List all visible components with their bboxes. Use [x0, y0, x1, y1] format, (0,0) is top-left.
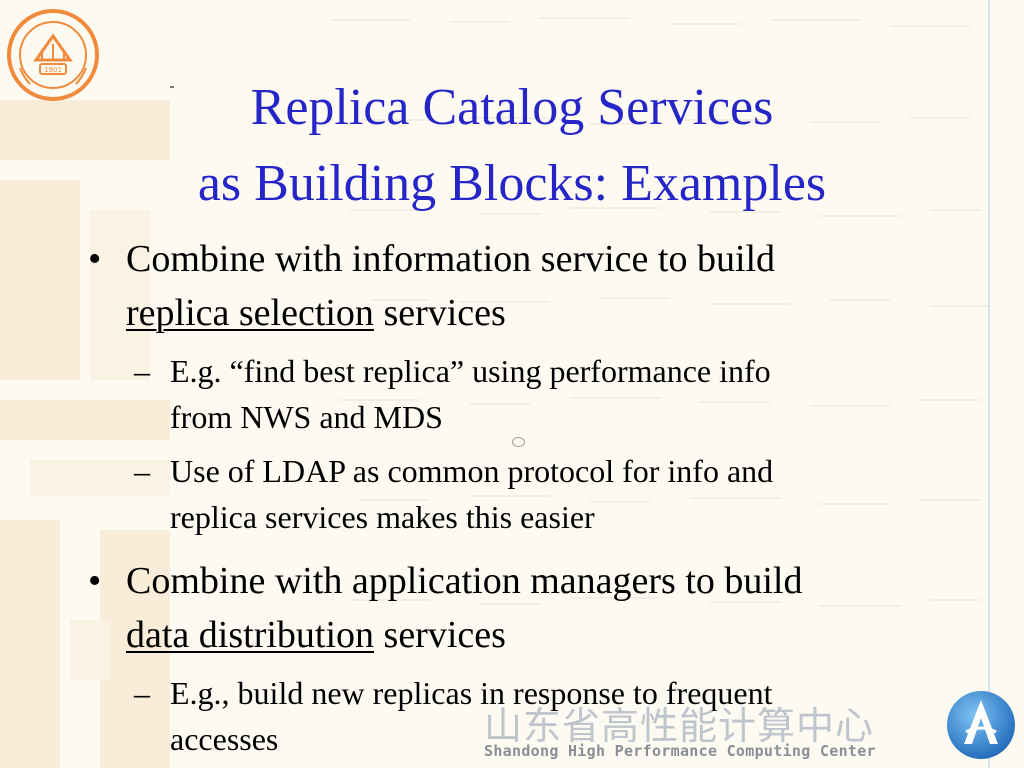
underlined-term: replica selection: [126, 292, 374, 334]
open-quote: “: [229, 353, 244, 389]
title-line-1: Replica Catalog Services: [250, 79, 774, 136]
bullet-text-tail: services: [374, 614, 506, 656]
university-seal-icon: 1901: [7, 9, 99, 101]
bullet-item: • Combine with application managers to b…: [88, 554, 968, 662]
bullet-list: • Combine with information service to bu…: [88, 232, 968, 762]
sub-bullet-item: – E.g., build new replicas in response t…: [134, 670, 968, 762]
sub-bullet-item: – Use of LDAP as common protocol for inf…: [134, 448, 968, 540]
close-quote: ”: [449, 353, 465, 389]
stray-circle-mark: [512, 437, 525, 447]
sub-bullet-text-line2: from NWS and MDS: [170, 399, 443, 435]
sub-bullet-text: Use of LDAP as common protocol for info …: [170, 453, 774, 489]
bullet-text: Combine with information service to buil…: [126, 238, 776, 280]
sub-bullet-text-line2: replica services makes this easier: [170, 499, 595, 535]
sub-bullet-item: – E.g. “find best replica” using perform…: [134, 348, 968, 440]
watermark-left-graphic: [0, 100, 170, 768]
bullet-text: Combine with application managers to bui…: [126, 560, 803, 602]
title-line-2: as Building Blocks: Examples: [197, 155, 827, 212]
footer-english-name: Shandong High Performance Computing Cent…: [484, 742, 876, 760]
hpc-center-logo-icon: [947, 691, 1015, 759]
sub-bullet-text-line2: accesses: [170, 721, 279, 757]
slide-title: Replica Catalog Services as Building Blo…: [60, 70, 964, 222]
bullet-marker: •: [88, 560, 102, 602]
sub-bullet-text: E.g., build new replicas in response to …: [170, 675, 773, 711]
bullet-text-tail: services: [373, 292, 506, 334]
sub-bullet-text-tail: using performance info: [464, 353, 771, 389]
bullet-marker: •: [88, 238, 102, 280]
bullet-item: • Combine with information service to bu…: [88, 232, 968, 340]
right-edge-rule: [988, 0, 990, 768]
sub-bullet-marker: –: [134, 353, 150, 389]
watermark-text-pattern: [330, 17, 990, 607]
stray-mark: [170, 86, 174, 88]
underlined-term: data distribution: [126, 614, 375, 656]
sub-bullet-marker: –: [134, 453, 150, 489]
sub-bullet-marker: –: [134, 675, 150, 711]
footer-chinese-name: 山东省高性能计算中心: [484, 704, 875, 748]
quoted-text: find best replica: [243, 353, 450, 389]
sub-bullet-text: E.g.: [170, 353, 230, 389]
svg-text:1901: 1901: [44, 66, 62, 74]
